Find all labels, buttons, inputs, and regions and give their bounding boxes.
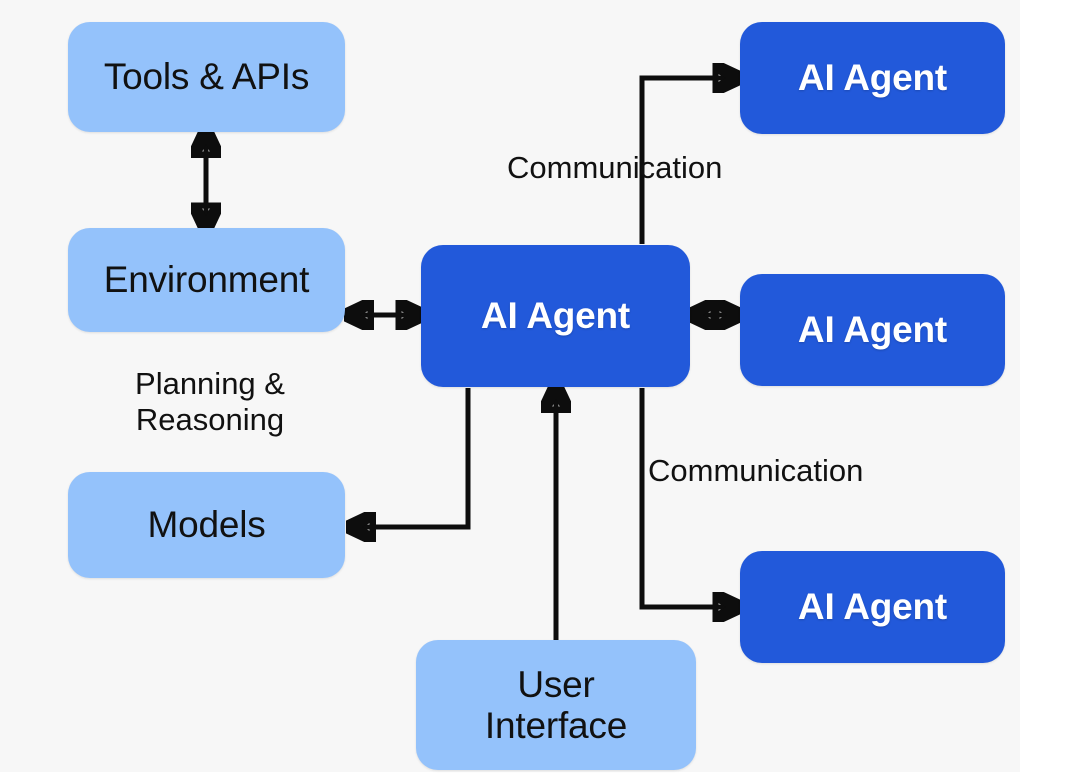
node-environment-label: Environment [103, 259, 310, 301]
node-ai-agent-top-label: AI Agent [797, 57, 948, 99]
node-ai-agent-bottom[interactable]: AI Agent [740, 551, 1005, 663]
node-environment[interactable]: Environment [68, 228, 345, 332]
edge-label-planning-reasoning: Planning & Reasoning [135, 366, 285, 437]
node-ai-agent-center[interactable]: AI Agent [421, 245, 690, 387]
node-tools-apis-label: Tools & APIs [103, 56, 310, 98]
node-ai-agent-bottom-label: AI Agent [797, 586, 948, 628]
node-models-label: Models [147, 504, 266, 546]
edge-label-communication-bottom: Communication [648, 453, 864, 488]
node-tools-apis[interactable]: Tools & APIs [68, 22, 345, 132]
edge-label-communication-top: Communication [507, 150, 723, 185]
node-ai-agent-middle[interactable]: AI Agent [740, 274, 1005, 386]
node-models[interactable]: Models [68, 472, 345, 578]
node-user-interface[interactable]: User Interface [416, 640, 696, 770]
node-user-interface-label: User Interface [484, 663, 628, 746]
node-ai-agent-center-label: AI Agent [480, 295, 631, 337]
node-ai-agent-top[interactable]: AI Agent [740, 22, 1005, 134]
node-ai-agent-middle-label: AI Agent [797, 309, 948, 351]
